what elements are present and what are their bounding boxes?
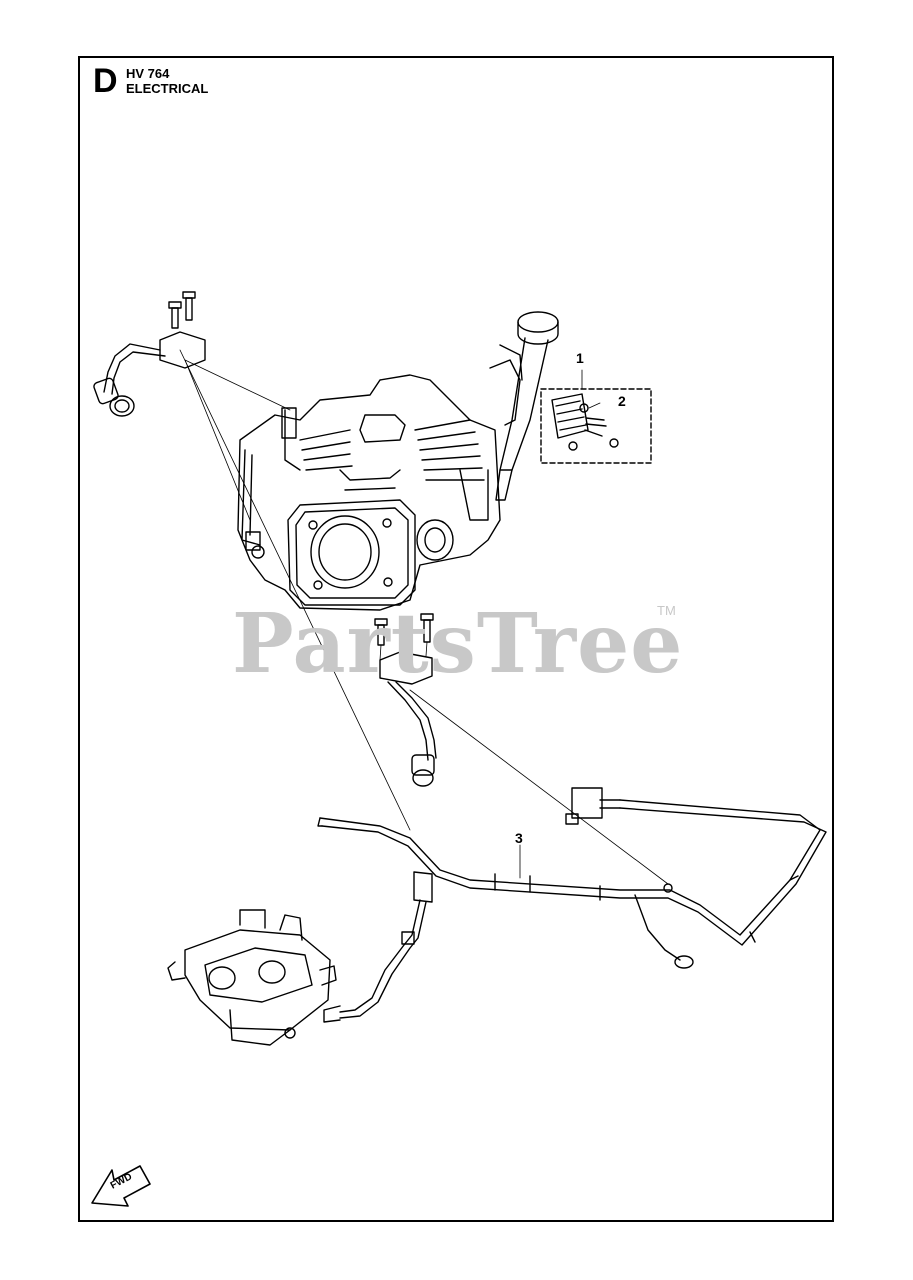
section-letter: D — [93, 62, 118, 100]
watermark: PartsTree — [232, 596, 684, 692]
watermark-trademark: TM — [657, 603, 676, 618]
voltage-regulator[interactable] — [551, 393, 607, 439]
callout-2: 2 — [618, 393, 626, 409]
callout-3: 3 — [515, 830, 523, 846]
ignition-coil-lower[interactable] — [374, 613, 437, 787]
regulator-screws[interactable] — [568, 403, 619, 451]
carburetor — [167, 909, 337, 1046]
forward-arrow-icon — [91, 1165, 151, 1207]
leader-lines — [179, 349, 669, 885]
wiring-harness[interactable] — [317, 787, 827, 1023]
callout-1: 1 — [576, 350, 584, 366]
section-title: ELECTRICAL — [126, 80, 209, 96]
model-number: HV 764 — [126, 66, 170, 81]
engine-block — [237, 374, 501, 611]
regulator-assembly-box — [540, 388, 652, 464]
diagram-frame — [78, 56, 834, 1222]
dipstick-tube — [489, 311, 559, 501]
section-header: HV 764 ELECTRICAL — [126, 66, 209, 97]
ignition-coil-upper[interactable] — [93, 291, 206, 417]
